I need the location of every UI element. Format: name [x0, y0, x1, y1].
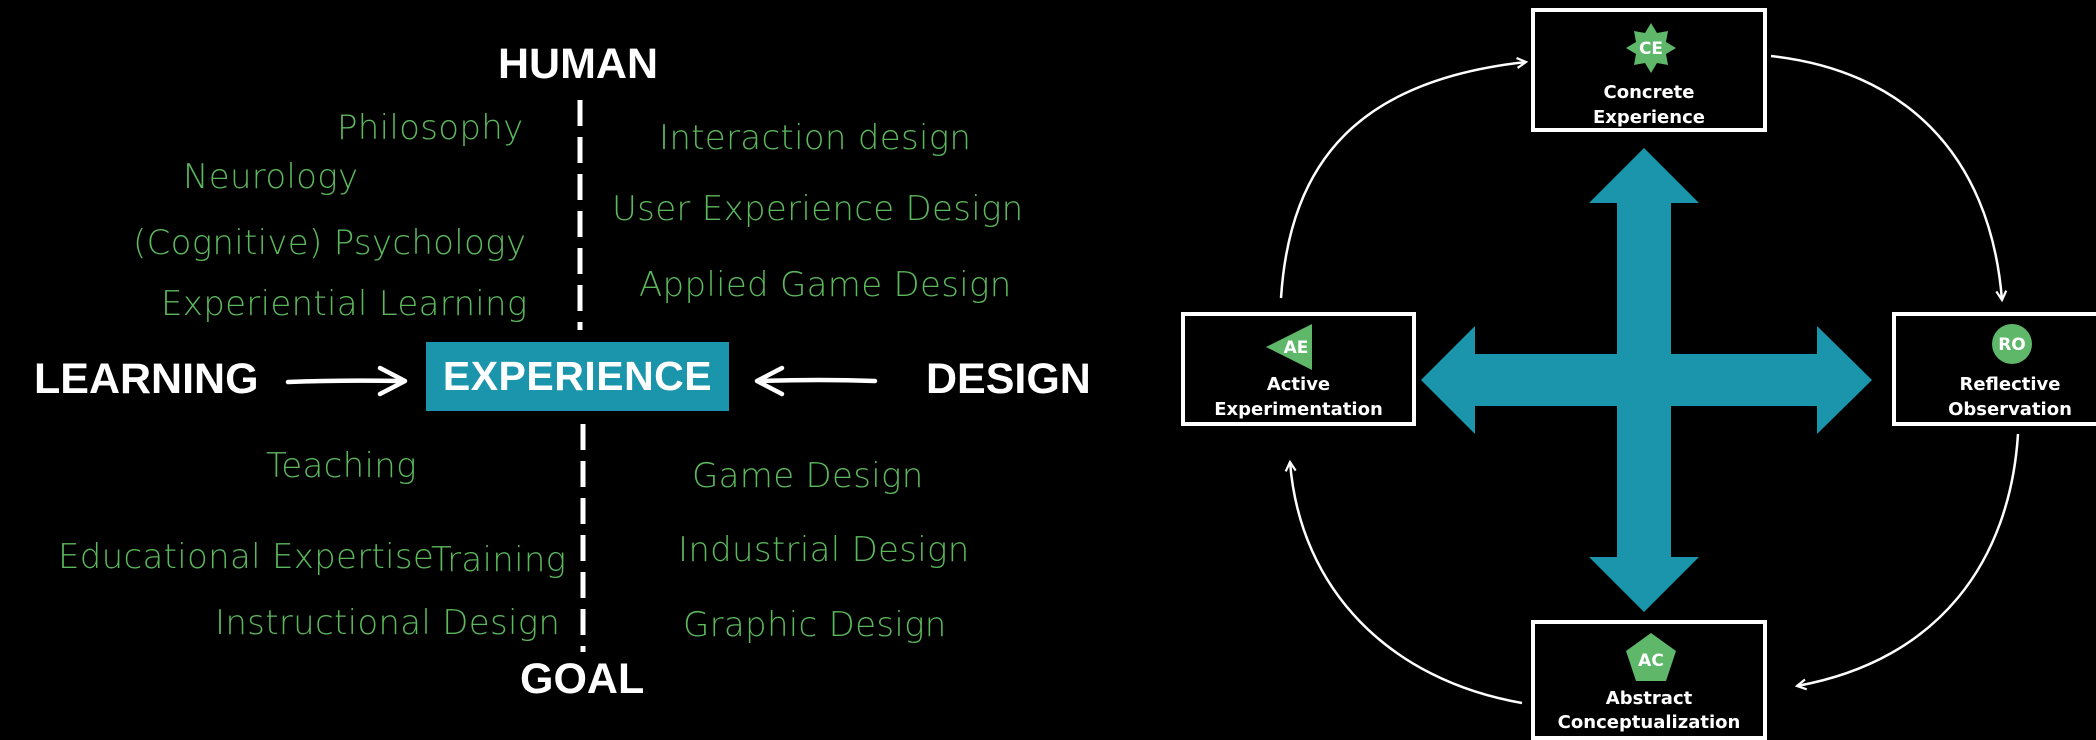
ae-badge-label: AE — [1284, 338, 1309, 358]
ac-label-line1: Abstract — [1605, 688, 1693, 709]
ce-badge-label: CE — [1639, 39, 1663, 59]
discipline-graphic-design: Graphic Design — [683, 605, 947, 645]
discipline-educational-expertise: Educational Expertise — [58, 537, 435, 577]
discipline-neurology: Neurology — [183, 157, 359, 197]
discipline-teaching: Teaching — [266, 446, 417, 486]
stage-concrete-experience: CE Concrete Experience — [1531, 8, 1767, 132]
stage-reflective-observation: RO Reflective Observation — [1892, 312, 2096, 426]
ro-label-line1: Reflective — [1959, 374, 2061, 395]
circle-badge-icon: RO — [1992, 324, 2032, 364]
discipline-philosophy: Philosophy — [337, 108, 524, 148]
discipline-cognitive-psychology: (Cognitive) Psychology — [133, 223, 527, 263]
ro-badge-label: RO — [1998, 335, 2026, 355]
discipline-instructional-design: Instructional Design — [215, 603, 561, 643]
discipline-ux-design: User Experience Design — [612, 189, 1024, 229]
stage-abstract-conceptualization: AC Abstract Conceptualization — [1531, 620, 1767, 740]
learning-label: LEARNING — [34, 355, 259, 403]
four-way-arrow — [1421, 148, 1872, 612]
pentagon-badge-icon: AC — [1626, 633, 1676, 681]
ae-label-line1: Active — [1266, 374, 1331, 395]
learning-arrow — [285, 365, 408, 397]
goal-label: GOAL — [520, 655, 645, 703]
cycle-arc-ro-ac — [1797, 433, 2020, 686]
human-label: HUMAN — [498, 40, 659, 88]
ae-label-line2: Experimentation — [1214, 399, 1383, 420]
discipline-game-design: Game Design — [692, 456, 924, 496]
experience-label: EXPERIENCE — [442, 353, 713, 399]
cycle-arc-ae-ce — [1279, 62, 1526, 299]
ac-badge-label: AC — [1638, 651, 1664, 671]
ce-label-line1: Concrete — [1603, 82, 1695, 103]
experience-box: EXPERIENCE — [426, 342, 729, 411]
cycle-arc-ce-ro — [1770, 54, 2002, 300]
design-arrow — [754, 365, 878, 397]
design-label: DESIGN — [926, 355, 1091, 403]
discipline-interaction-design: Interaction design — [659, 118, 972, 158]
discipline-industrial-design: Industrial Design — [678, 530, 970, 570]
ro-label-line2: Observation — [1948, 399, 2072, 420]
ce-label-line2: Experience — [1593, 107, 1705, 128]
diagram-lines — [285, 54, 2020, 705]
star-badge-icon: CE — [1626, 23, 1676, 73]
triangle-badge-icon: AE — [1266, 324, 1312, 370]
cycle-arc-ac-ae — [1290, 462, 1523, 705]
discipline-training: Training — [431, 540, 567, 580]
discipline-experiential-learning: Experiential Learning — [161, 284, 528, 324]
ac-label-line2: Conceptualization — [1557, 712, 1741, 733]
discipline-applied-game-design: Applied Game Design — [639, 265, 1012, 305]
stage-active-experimentation: AE Active Experimentation — [1181, 312, 1416, 426]
